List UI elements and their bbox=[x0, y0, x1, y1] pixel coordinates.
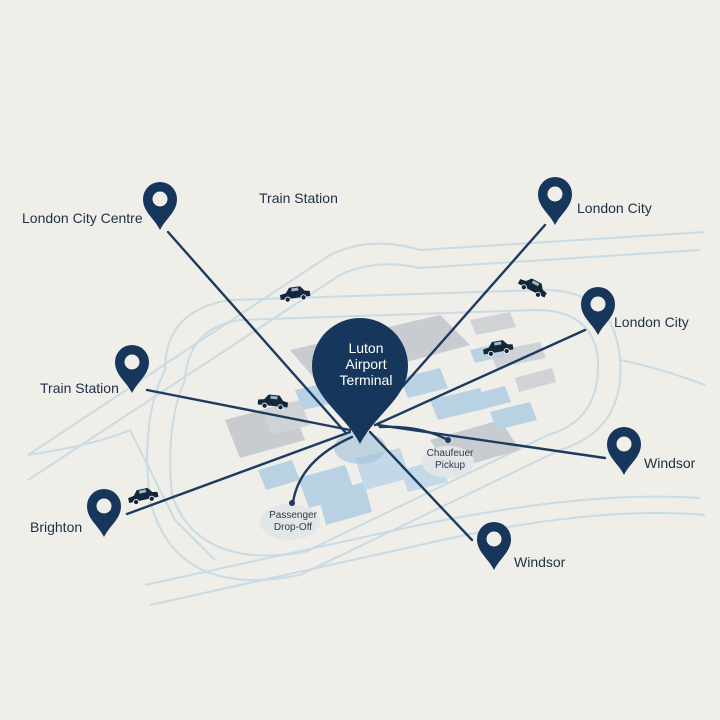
terminal-glass bbox=[470, 386, 511, 411]
car-icon bbox=[483, 340, 514, 357]
route-line-train-station bbox=[145, 388, 352, 432]
route-lines bbox=[125, 223, 607, 542]
passenger-dropoff-line: Drop-Off bbox=[273, 522, 313, 533]
dropoff-zone bbox=[260, 504, 320, 540]
hub-label-line: Terminal bbox=[339, 372, 393, 388]
west-spur-road bbox=[27, 428, 216, 561]
terminal-buildings bbox=[225, 312, 556, 540]
destination-label-windsor-south[interactable]: Windsor bbox=[514, 554, 566, 570]
east-spur-road bbox=[619, 359, 706, 386]
route-line-pickup bbox=[378, 425, 450, 442]
passenger-dropoff-label: Passenger Drop-Off bbox=[254, 510, 332, 534]
hub-pin-icon[interactable] bbox=[312, 318, 408, 444]
outer-road-north bbox=[27, 231, 706, 456]
terminal-block bbox=[470, 312, 516, 335]
road-network bbox=[27, 231, 706, 606]
hub-label-line: Airport bbox=[345, 356, 387, 372]
route-line-windsor-east bbox=[376, 423, 607, 460]
outer-road-south bbox=[149, 512, 706, 606]
pickup-dot bbox=[445, 437, 451, 443]
terminal-block bbox=[515, 368, 556, 392]
hub-label: Luton Airport Terminal bbox=[310, 340, 422, 388]
route-line-london-city-centre bbox=[166, 230, 347, 434]
passenger-dropoff-line: Passenger bbox=[269, 510, 317, 521]
inner-road-north bbox=[27, 249, 701, 481]
route-line-dropoff bbox=[291, 435, 354, 504]
location-pin-icon[interactable] bbox=[538, 177, 572, 225]
pickup-zone bbox=[422, 446, 474, 478]
route-line-london-city-2 bbox=[373, 328, 587, 427]
car-icon bbox=[257, 394, 289, 411]
location-pin-icon[interactable] bbox=[607, 427, 641, 475]
destination-label-windsor-east[interactable]: Windsor bbox=[644, 455, 696, 471]
terminal-glass bbox=[258, 460, 300, 490]
chauffeur-pickup-line: Pickup bbox=[434, 460, 465, 471]
terminal-block bbox=[490, 342, 546, 368]
chauffeur-pickup-line: Chaufeuer bbox=[426, 448, 474, 459]
destination-label-train-station-west[interactable]: Train Station bbox=[40, 380, 119, 396]
chauffeur-pickup-label: Chaufeuer Pickup bbox=[412, 448, 488, 472]
destination-label-london-city-east[interactable]: London City bbox=[614, 314, 689, 330]
location-pin-icon[interactable] bbox=[477, 522, 511, 570]
route-line-windsor-south bbox=[368, 430, 474, 542]
car-icon bbox=[280, 286, 311, 303]
route-line-brighton bbox=[125, 430, 352, 516]
destination-label-train-station-north: Train Station bbox=[259, 190, 338, 206]
terminal-glass bbox=[490, 402, 537, 430]
location-pin-icon[interactable] bbox=[87, 489, 121, 537]
hub-label-line: Luton bbox=[348, 340, 384, 356]
dropoff-dot bbox=[289, 500, 295, 506]
location-pin-icon[interactable] bbox=[143, 182, 177, 230]
inner-road-south bbox=[144, 495, 701, 586]
car-icon bbox=[128, 487, 159, 506]
terminal-glass bbox=[318, 482, 372, 525]
destination-label-london-city-centre[interactable]: London City Centre bbox=[22, 210, 143, 226]
route-line-london-city-1 bbox=[393, 223, 547, 397]
location-pin-icon[interactable] bbox=[115, 345, 149, 393]
destination-label-london-city-north[interactable]: London City bbox=[577, 200, 652, 216]
location-pin-icon[interactable] bbox=[581, 287, 615, 335]
destination-label-brighton[interactable]: Brighton bbox=[30, 519, 83, 535]
ring-road-inner bbox=[169, 308, 600, 557]
car-icon bbox=[517, 278, 547, 298]
